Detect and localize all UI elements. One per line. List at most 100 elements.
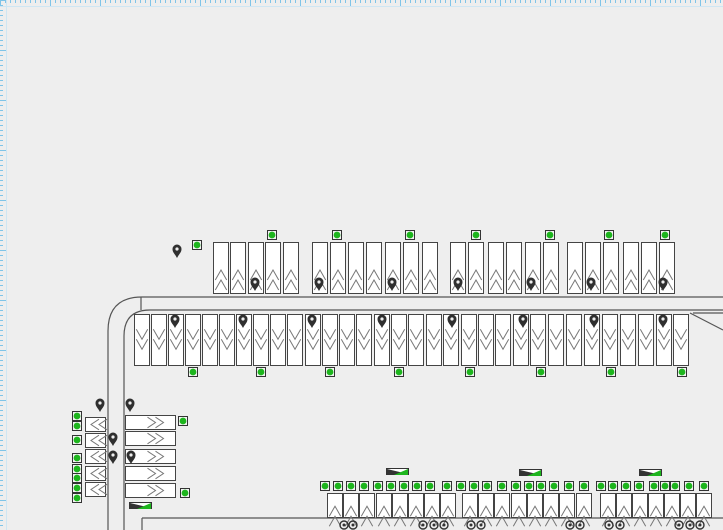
- sensor-light: [73, 474, 81, 482]
- pin-body: [238, 314, 248, 328]
- sensor-light: [671, 482, 679, 490]
- chevron-icon: [604, 269, 618, 291]
- sensor-light: [73, 436, 81, 444]
- pin-hole: [456, 280, 460, 284]
- slot-box: [623, 242, 639, 294]
- chevron-icon: [147, 432, 165, 445]
- sensor-light: [661, 231, 669, 239]
- pin-body: [307, 314, 317, 328]
- wheel-rim: [615, 520, 625, 530]
- sensor-indicator-icon: [72, 453, 82, 463]
- pin-body: [658, 314, 668, 328]
- chevron-icon: [90, 450, 108, 463]
- wheel-hub: [618, 523, 622, 527]
- sensor-indicator-icon: [267, 230, 277, 240]
- sensor-light: [678, 368, 686, 376]
- wheel-icon: [466, 520, 476, 530]
- parking-slot: [567, 242, 583, 294]
- sensor-indicators: [72, 230, 709, 503]
- parking-slot: [424, 493, 440, 527]
- slot-box: [641, 242, 657, 294]
- sensor-light: [73, 422, 81, 430]
- camera-icon: [639, 469, 662, 476]
- chevron-icon: [462, 329, 476, 351]
- chevron-icon: [203, 329, 217, 351]
- parking-slot: [287, 314, 303, 366]
- chevron-icon: [331, 269, 345, 291]
- chevron-icon: [496, 329, 510, 351]
- parking-slot: [602, 314, 618, 366]
- chevron-icon: [568, 269, 582, 291]
- parking-slot: [322, 314, 338, 366]
- parking-slot: [584, 314, 600, 366]
- chevron-icon: [479, 329, 493, 351]
- slot-box: [125, 466, 176, 481]
- sensor-light: [498, 482, 506, 490]
- slot-box: [213, 242, 229, 294]
- chevron-icon: [220, 329, 234, 351]
- chevron-icon: [367, 269, 381, 291]
- parking-slot: [408, 314, 424, 366]
- slot-box: [330, 242, 346, 294]
- pin-hole: [521, 317, 525, 321]
- parking-slot: [603, 242, 619, 294]
- sensor-indicator-icon: [399, 481, 409, 491]
- slot-box: [85, 449, 106, 464]
- chevron-icon: [288, 329, 302, 351]
- sensor-indicator-icon: [469, 481, 479, 491]
- sensor-light: [321, 482, 329, 490]
- sensor-light: [189, 368, 197, 376]
- chevron-icon: [544, 269, 558, 291]
- sensor-indicator-icon: [471, 230, 481, 240]
- parking-slot: [391, 314, 407, 366]
- sensor-light: [426, 482, 434, 490]
- slot-box: [366, 242, 382, 294]
- pin-hole: [129, 453, 133, 457]
- parking-slot: [478, 314, 494, 366]
- sensor-indicator-icon: [72, 421, 82, 431]
- map-pin-icon: [453, 277, 463, 291]
- chevron-icon: [135, 329, 149, 351]
- camera-green: [394, 469, 408, 475]
- sensor-light: [700, 482, 708, 490]
- chevron-icon: [90, 483, 108, 496]
- wheel-hub: [342, 523, 346, 527]
- chevron-icon: [357, 329, 371, 351]
- parking-slot: [548, 314, 564, 366]
- wheels: [339, 520, 705, 530]
- parking-slot: [656, 314, 672, 366]
- map-pin-icon: [95, 398, 105, 412]
- chevron-icon: [231, 269, 245, 291]
- chevron-icon: [567, 329, 581, 351]
- sensor-light: [73, 494, 81, 502]
- slot-box: [468, 242, 484, 294]
- pin-body: [172, 244, 182, 258]
- parking-slot: [330, 242, 346, 294]
- wheel-icon: [439, 520, 449, 530]
- sensor-light: [333, 231, 341, 239]
- sensor-indicator-icon: [649, 481, 659, 491]
- wheel-hub: [698, 523, 702, 527]
- parking-slot: [85, 482, 108, 497]
- wheel-hub: [568, 523, 572, 527]
- chevron-icon: [544, 505, 558, 527]
- map-pin-icon: [170, 314, 180, 328]
- chevron-icon: [284, 269, 298, 291]
- wheel-rim: [466, 520, 476, 530]
- sensor-light: [565, 482, 573, 490]
- chevron-icon: [444, 329, 458, 351]
- parking-slot: [511, 493, 527, 527]
- camera-icon: [386, 468, 409, 475]
- chevron-icon: [360, 505, 374, 527]
- map-pin-icon: [108, 450, 118, 464]
- chevron-icon: [560, 505, 574, 527]
- chevron-icon: [603, 329, 617, 351]
- sensor-indicator-icon: [670, 481, 680, 491]
- sensor-indicator-icon: [660, 481, 670, 491]
- parking-slot: [265, 242, 281, 294]
- sensor-light: [609, 482, 617, 490]
- parking-slot: [185, 314, 201, 366]
- map-pin-icon: [658, 277, 668, 291]
- sensor-light: [179, 417, 187, 425]
- wheel-icon: [674, 520, 684, 530]
